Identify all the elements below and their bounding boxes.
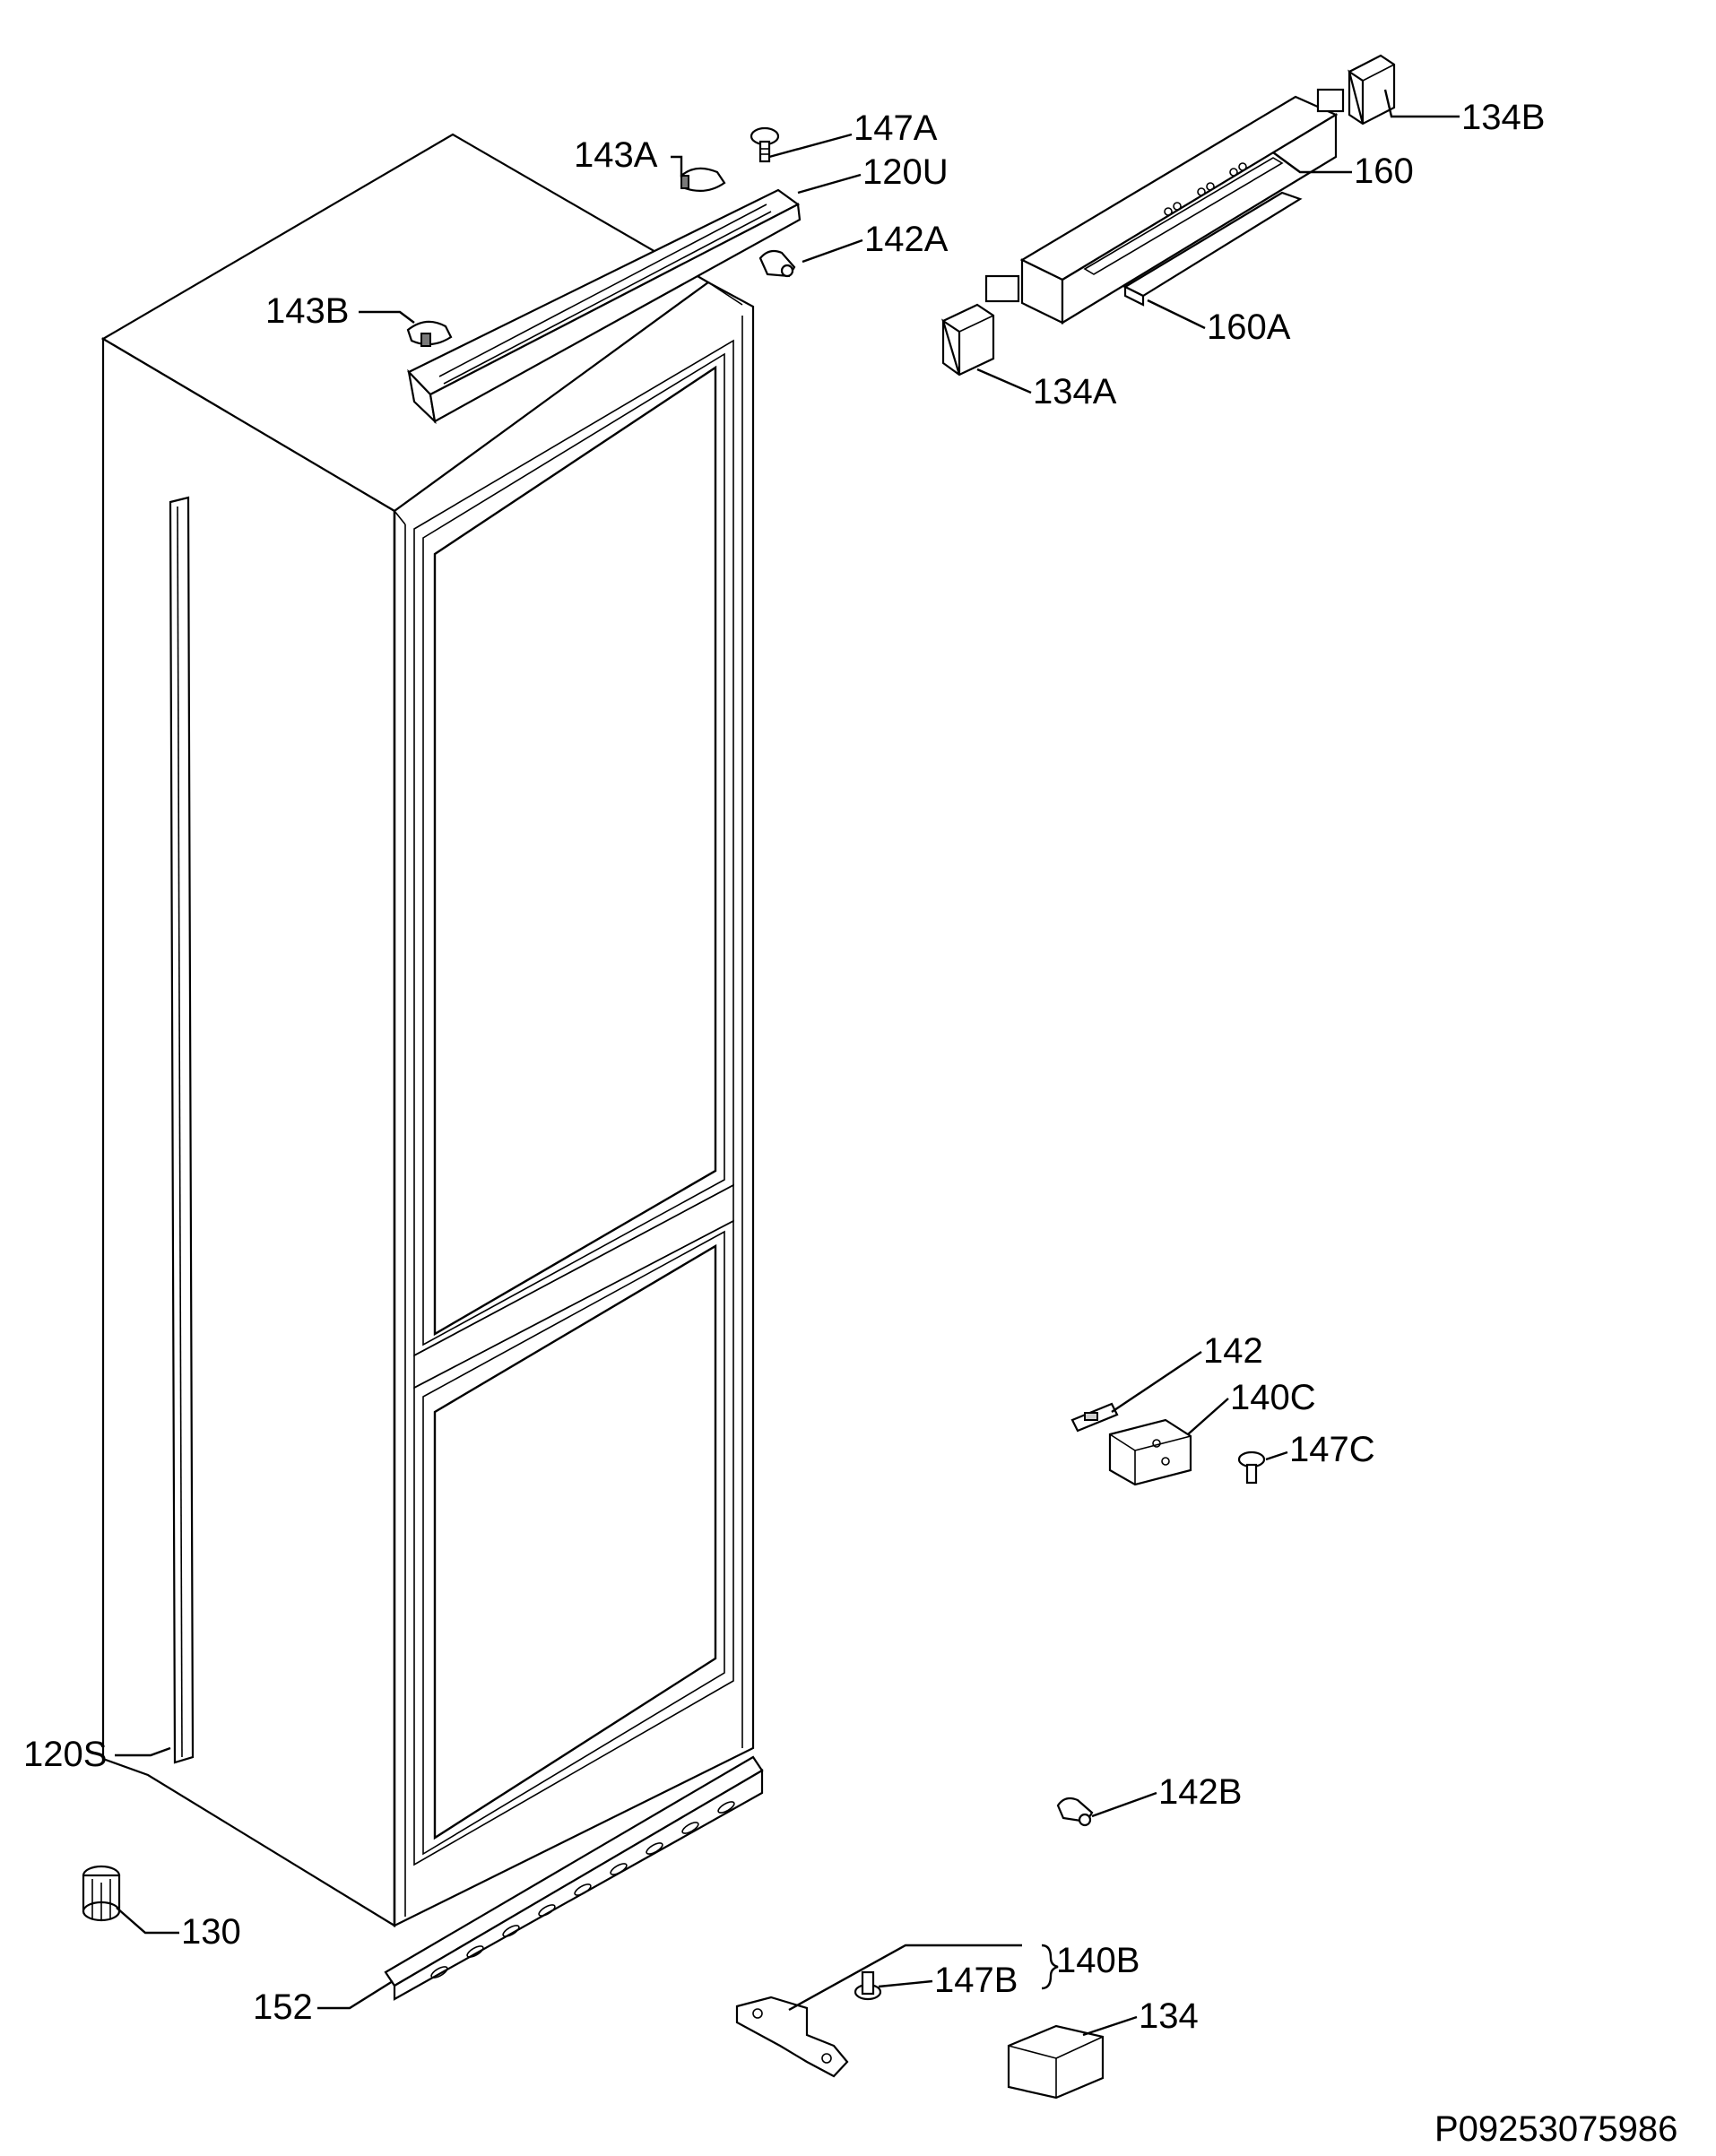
end-cap-134B-icon xyxy=(1348,54,1396,126)
light-strip-160A xyxy=(1122,191,1303,307)
label-152: 152 xyxy=(253,1987,313,2027)
cabinet-front-face xyxy=(393,281,755,1927)
label-134: 134 xyxy=(1139,1996,1199,2036)
label-160: 160 xyxy=(1354,152,1414,191)
clip-143A-icon xyxy=(680,167,726,193)
bracket-142-icon xyxy=(1070,1402,1119,1433)
part-labels: 147A 143A 120U 142A 143B 134B 160 160A 1… xyxy=(23,98,1545,2036)
cabinet-side-face xyxy=(101,337,396,1927)
label-142: 142 xyxy=(1203,1331,1263,1371)
label-147A: 147A xyxy=(854,108,938,148)
hinge-140C-icon xyxy=(1108,1418,1192,1486)
label-140B: 140B xyxy=(1056,1941,1140,1980)
screw-147A-icon xyxy=(750,126,780,163)
drawing-code: P09253075986 xyxy=(1434,2109,1677,2149)
hinge-pin-142B-icon xyxy=(1056,1797,1094,1827)
label-143A: 143A xyxy=(574,135,658,175)
side-trim-strip xyxy=(169,496,195,1764)
label-140C: 140C xyxy=(1230,1378,1316,1417)
label-130: 130 xyxy=(181,1912,241,1952)
upper-rail-120U xyxy=(407,188,802,425)
bottom-hinge-140B-icon xyxy=(735,1996,849,2078)
label-120U: 120U xyxy=(862,152,949,192)
label-160A: 160A xyxy=(1207,307,1291,347)
label-142A: 142A xyxy=(864,220,949,259)
label-147B: 147B xyxy=(934,1961,1018,2000)
label-143B: 143B xyxy=(265,291,349,331)
fridge-cabinet xyxy=(100,133,755,1927)
clip-143B-icon xyxy=(406,320,453,347)
label-134B: 134B xyxy=(1461,98,1545,137)
end-cap-134A-icon xyxy=(941,303,995,377)
label-142B: 142B xyxy=(1158,1772,1242,1812)
label-147C: 147C xyxy=(1289,1430,1375,1469)
control-panel-160 xyxy=(984,88,1345,325)
lower-door-panel xyxy=(413,1219,734,1866)
box-134-icon xyxy=(1007,2024,1105,2100)
screw-147C-icon xyxy=(1237,1450,1266,1485)
hinge-pin-142A-icon xyxy=(758,249,796,278)
screw-147B-icon xyxy=(854,1970,882,2001)
label-134A: 134A xyxy=(1033,372,1117,411)
label-120S: 120S xyxy=(23,1735,107,1774)
leader-lines xyxy=(115,89,1460,2037)
foot-130-icon xyxy=(82,1865,121,1922)
